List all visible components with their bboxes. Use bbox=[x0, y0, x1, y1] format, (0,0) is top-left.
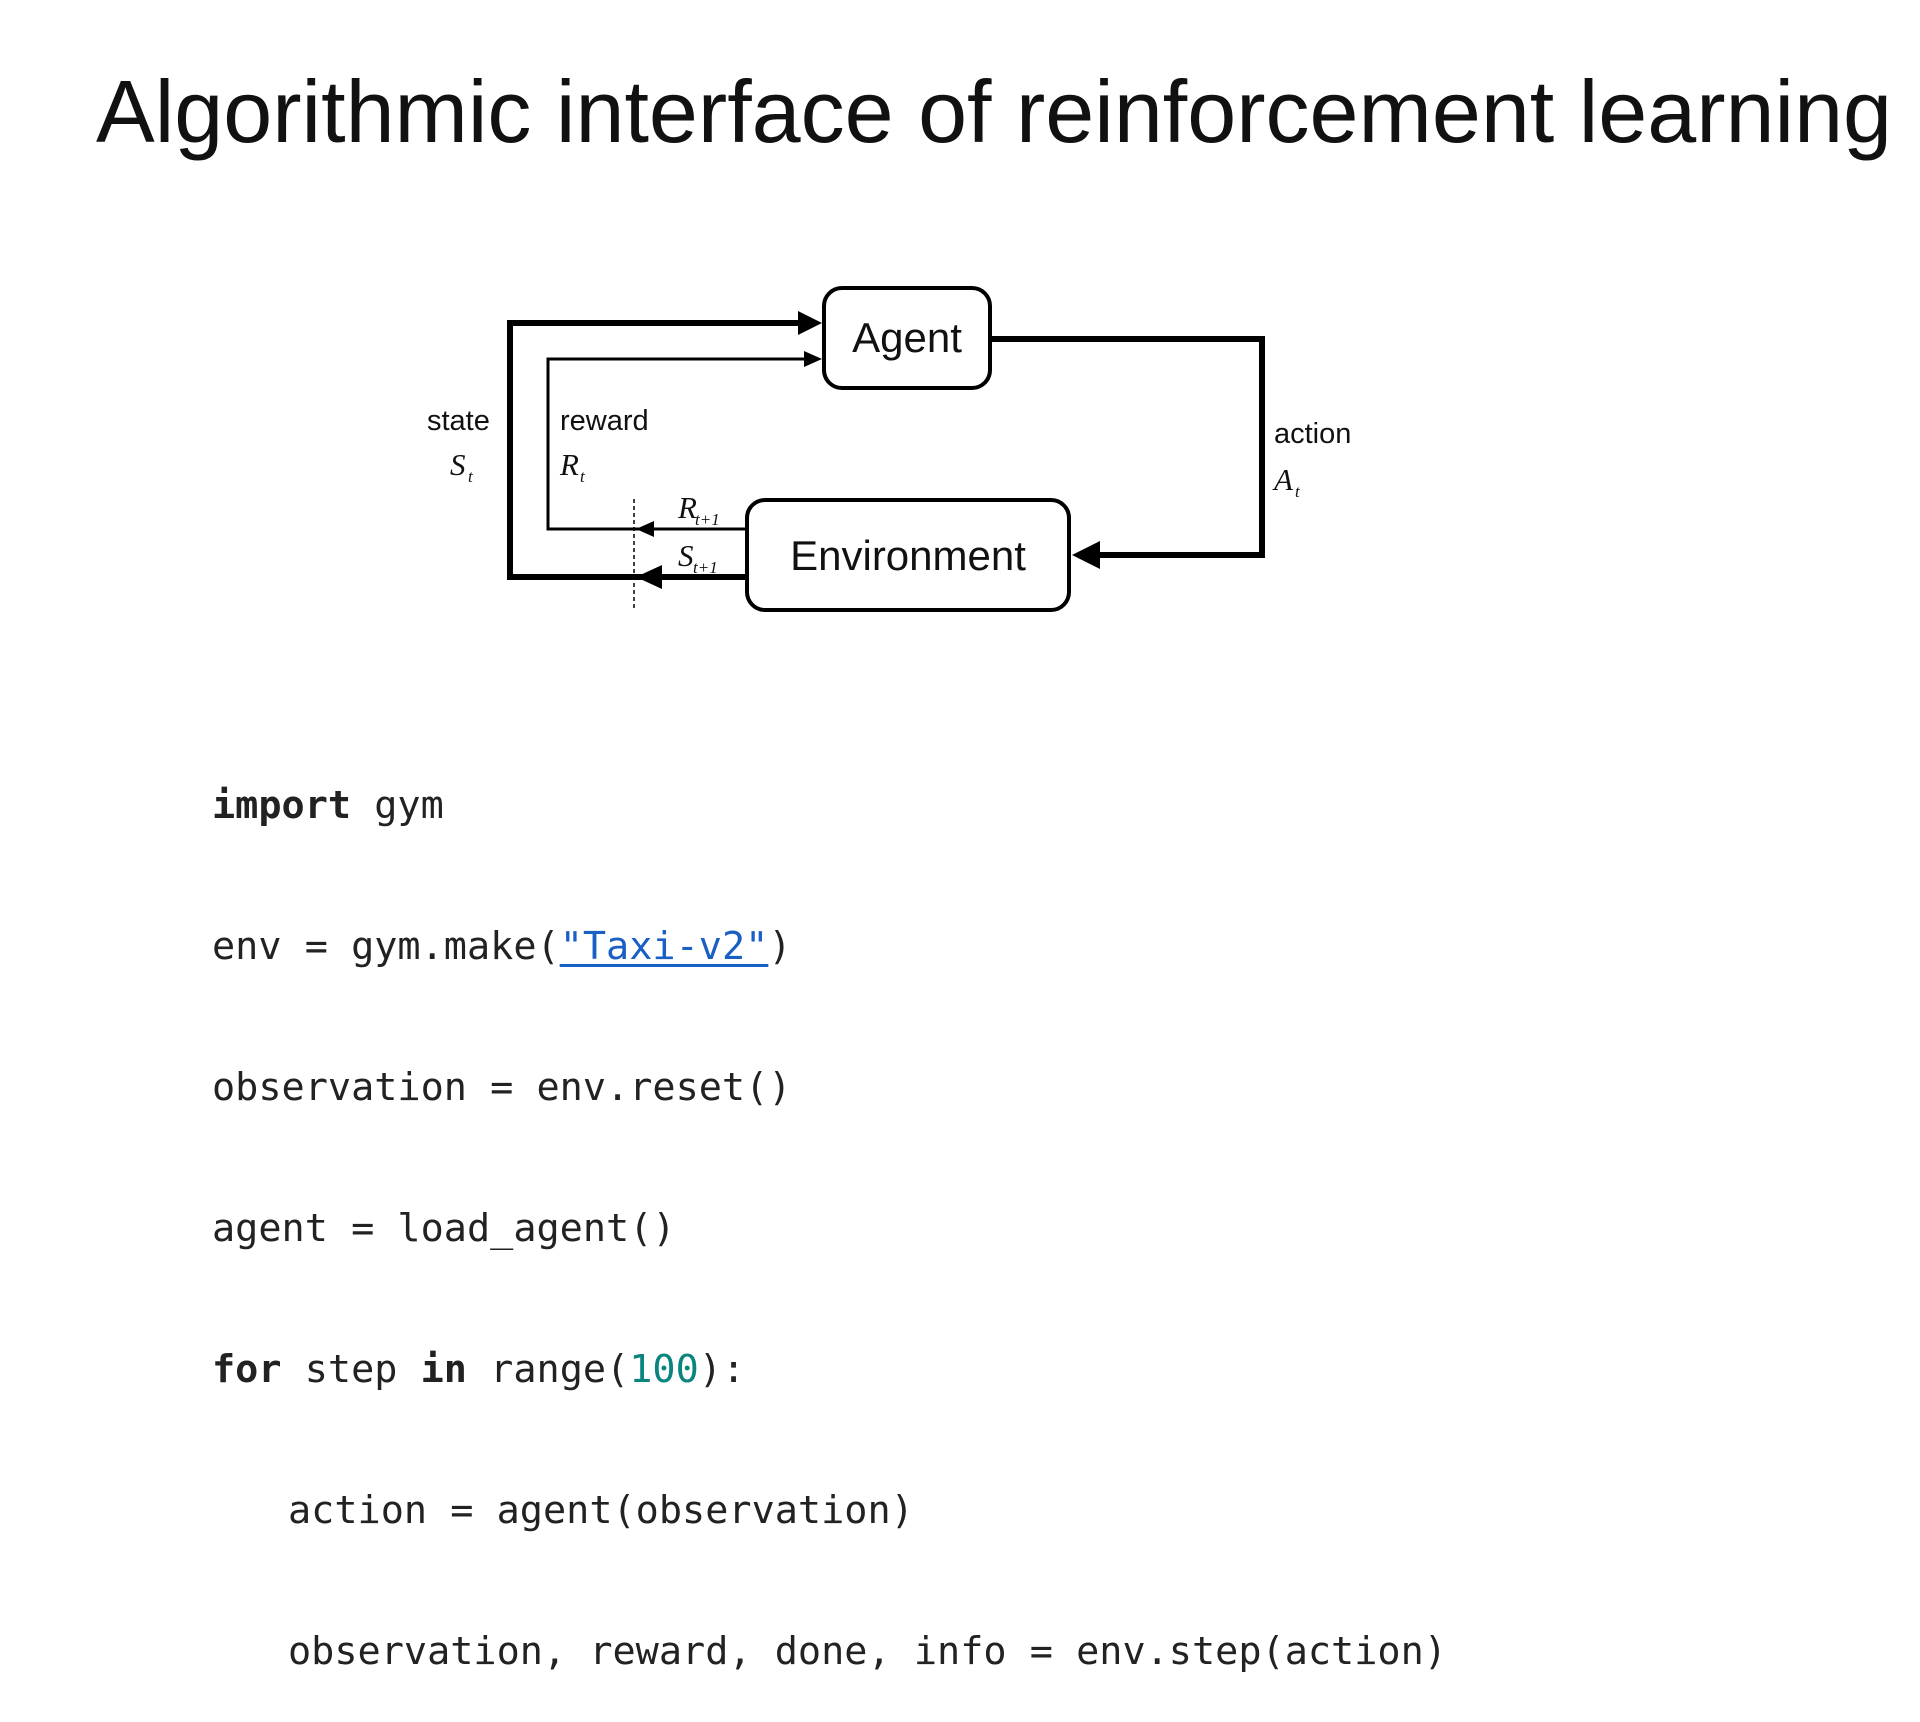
keyword-in: in bbox=[420, 1347, 467, 1392]
code-line-6: action = agent(observation) bbox=[288, 1488, 914, 1533]
reward-subscript: t bbox=[580, 467, 586, 486]
code-text: step bbox=[281, 1347, 421, 1392]
code-line-4: agent = load_agent() bbox=[212, 1206, 676, 1251]
next-state-subscript: t+1 bbox=[693, 558, 718, 577]
next-reward-symbol: R bbox=[677, 490, 697, 525]
action-symbol: A bbox=[1272, 462, 1294, 497]
number-literal: 100 bbox=[629, 1347, 699, 1392]
next-reward-arrowhead bbox=[636, 521, 654, 537]
next-state-symbol: S bbox=[678, 538, 694, 573]
reward-symbol: R bbox=[559, 447, 579, 482]
code-text: gym bbox=[351, 783, 444, 828]
code-line-3: observation = env.reset() bbox=[212, 1065, 792, 1110]
state-label: state bbox=[427, 405, 490, 437]
next-state-arrowhead bbox=[636, 565, 662, 589]
next-reward-subscript: t+1 bbox=[695, 510, 720, 529]
keyword-import: import bbox=[212, 783, 352, 828]
code-snippet: import gym env = gym.make("Taxi-v2") obs… bbox=[212, 688, 1447, 1722]
state-arrowhead bbox=[798, 311, 822, 335]
code-line-7: observation, reward, done, info = env.st… bbox=[288, 1629, 1447, 1674]
code-line-2: env = gym.make("Taxi-v2") bbox=[212, 923, 1447, 970]
code-text: ) bbox=[768, 924, 792, 969]
environment-label: Environment bbox=[790, 532, 1026, 579]
agent-box bbox=[822, 286, 992, 390]
slide-title: Algorithmic interface of reinforcement l… bbox=[96, 62, 1892, 161]
state-subscript: t bbox=[468, 467, 474, 486]
code-text: ): bbox=[698, 1347, 746, 1392]
agent-label: Agent bbox=[852, 314, 962, 361]
env-id-string: "Taxi-v2" bbox=[559, 924, 769, 969]
slide-title-area: Algorithmic interface of reinforcement l… bbox=[96, 62, 1892, 161]
action-arrow bbox=[991, 336, 1265, 558]
state-symbol: S bbox=[450, 447, 466, 482]
reward-label: reward bbox=[560, 405, 649, 437]
action-label: action bbox=[1274, 418, 1351, 450]
code-text: range( bbox=[466, 1347, 630, 1392]
environment-box bbox=[745, 498, 1071, 612]
action-arrowhead bbox=[1072, 541, 1100, 569]
action-subscript: t bbox=[1295, 482, 1301, 501]
reward-arrowhead bbox=[804, 351, 822, 367]
code-line-1: import gym bbox=[212, 782, 1447, 829]
code-text: env = gym.make( bbox=[212, 924, 560, 969]
state-arrow bbox=[507, 320, 800, 580]
rl-loop-diagram: Agent Environment state S t reward R t a… bbox=[427, 286, 1351, 612]
code-line-5: for step in range(100): bbox=[212, 1346, 1447, 1393]
keyword-for: for bbox=[212, 1347, 282, 1392]
